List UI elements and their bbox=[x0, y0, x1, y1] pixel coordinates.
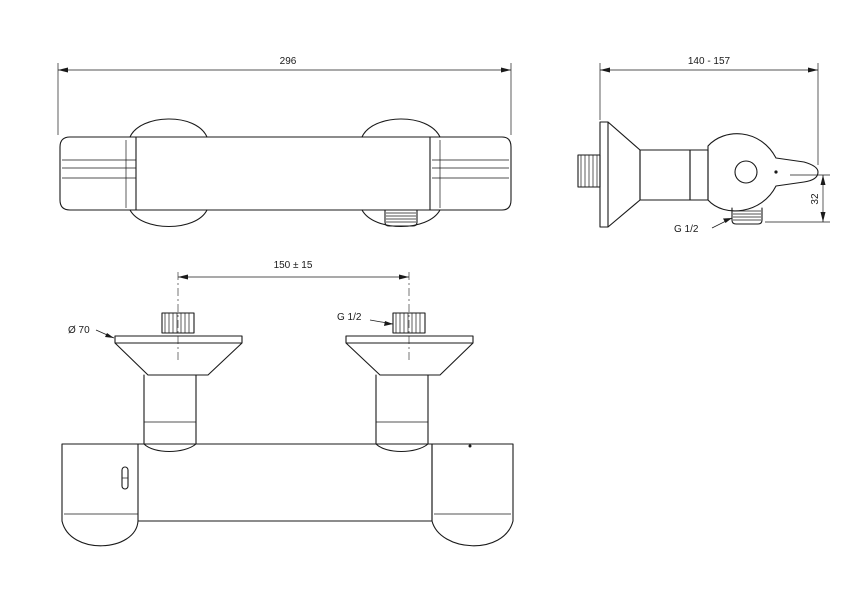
side-knob-center bbox=[734, 160, 758, 184]
front-left-thread bbox=[161, 312, 195, 334]
front-right-inlet bbox=[375, 374, 429, 453]
side-outlet bbox=[731, 207, 763, 225]
top-left-handle bbox=[59, 136, 137, 211]
top-outlet bbox=[384, 209, 418, 227]
side-lever bbox=[707, 133, 819, 212]
dim-outlet-height: 32 bbox=[810, 193, 821, 205]
label-thread-side: G 1/2 bbox=[674, 224, 699, 235]
top-body bbox=[135, 136, 431, 211]
label-thread-front: G 1/2 bbox=[337, 312, 362, 323]
dim-inlet-spacing: 150 ± 15 bbox=[274, 260, 313, 271]
top-view: 296 bbox=[57, 56, 512, 227]
front-body bbox=[137, 443, 433, 522]
top-right-handle bbox=[429, 136, 512, 211]
label-rosette-diameter: Ø 70 bbox=[68, 325, 90, 336]
front-right-handle bbox=[431, 443, 514, 547]
front-left-rosette bbox=[114, 335, 243, 376]
side-inlet-body bbox=[639, 149, 691, 201]
dim-overall-width: 296 bbox=[280, 56, 297, 67]
side-rosette bbox=[599, 121, 641, 228]
front-right-rosette bbox=[345, 335, 474, 376]
side-view: 140 - 157 32 G 1/2 bbox=[577, 56, 830, 235]
front-right-thread bbox=[392, 312, 426, 334]
dim-projection: 140 - 157 bbox=[688, 56, 731, 67]
top-left-rosette bbox=[129, 118, 208, 227]
front-left-inlet bbox=[143, 374, 197, 453]
front-left-handle bbox=[61, 443, 139, 547]
front-view: 150 ± 15 Ø 70 G 1/2 bbox=[61, 260, 514, 547]
